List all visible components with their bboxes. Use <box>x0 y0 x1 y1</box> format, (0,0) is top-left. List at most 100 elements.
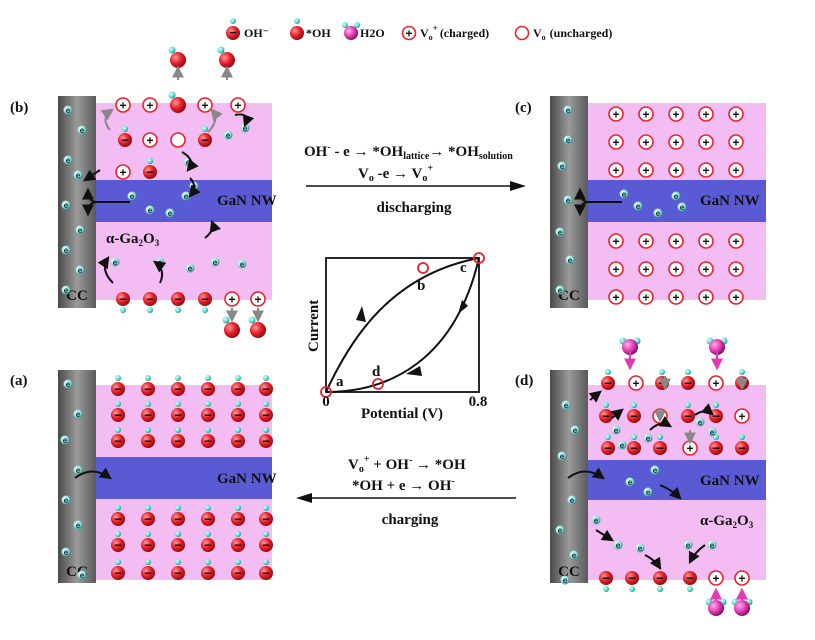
svg-text:e: e <box>638 544 643 553</box>
svg-text:−: − <box>204 382 212 397</box>
svg-text:+: + <box>712 572 719 586</box>
oxygen-vacancy-charged: + <box>608 233 624 249</box>
oxygen-vacancy-charged: + <box>698 134 714 150</box>
oh-minus-ion: − <box>171 505 185 527</box>
svg-text:−: − <box>262 408 270 423</box>
svg-text:e: e <box>558 228 563 237</box>
oh-minus-ion: − <box>116 292 130 313</box>
electron: e <box>617 440 627 450</box>
svg-text:−: − <box>602 571 610 586</box>
svg-text:e: e <box>78 266 83 275</box>
discharging-equation-1: OH- - e → *OHlattice→ *OHsolution <box>304 142 513 162</box>
electron: e <box>63 155 73 165</box>
svg-text:e: e <box>566 136 571 145</box>
oh-minus-ion: − <box>601 434 615 456</box>
oh-minus-ion: − <box>259 559 273 581</box>
oxygen-vacancy-charged: + <box>698 162 714 178</box>
electron: e <box>73 170 83 180</box>
svg-text:−: − <box>604 376 612 391</box>
svg-text:+: + <box>672 263 679 277</box>
discharging-equation-2: Vo -e → Vo+ <box>358 163 433 184</box>
electron: e <box>63 379 73 389</box>
electron: e <box>61 200 71 210</box>
oh-minus-ion: − <box>198 292 212 313</box>
svg-text:−: − <box>204 434 212 449</box>
oh-minus-ion: − <box>231 505 245 527</box>
oxygen-vacancy-charged: + <box>734 408 750 424</box>
oh-minus-ion: − <box>141 505 155 527</box>
electron: e <box>695 417 705 427</box>
svg-text:−: − <box>121 133 129 148</box>
svg-text:+: + <box>732 291 739 305</box>
electron: e <box>165 208 175 218</box>
oxygen-vacancy-charged: + <box>668 162 684 178</box>
svg-text:−: − <box>234 566 242 581</box>
svg-text:+: + <box>738 572 745 586</box>
svg-text:+: + <box>612 108 619 122</box>
discharging-block: OH- - e → *OHlattice→ *OHsolution Vo -e … <box>304 142 526 216</box>
gan-label: GaN NW <box>217 471 277 487</box>
legend-vo-plus-label: Vo+(charged) <box>420 23 489 42</box>
oh-minus-ion: − <box>201 401 215 423</box>
oh-minus-ion: − <box>259 531 273 553</box>
discharging-title: discharging <box>376 200 452 216</box>
svg-text:e: e <box>620 441 625 450</box>
svg-text:−: − <box>114 382 122 397</box>
electron: e <box>650 465 660 475</box>
svg-text:+: + <box>672 291 679 305</box>
svg-text:e: e <box>566 196 571 205</box>
charging-equation-1: Vo+ + OH- → *OH <box>348 454 466 475</box>
oxygen-vacancy-charged: + <box>698 289 714 305</box>
electron: e <box>653 208 663 218</box>
legend: − OH⁻ *OH H2O + Vo+(charged) Vo(uncharge… <box>226 18 612 42</box>
oxygen-vacancy-uncharged <box>170 132 186 148</box>
electron: e <box>633 201 643 211</box>
cv-point-a-marker <box>320 386 332 398</box>
svg-text:−: − <box>684 376 692 391</box>
panel-label-c: (c) <box>515 100 532 116</box>
star-oh-molecule <box>168 46 186 68</box>
legend-star-oh-icon <box>290 18 304 40</box>
panel-d-arrows <box>567 350 748 600</box>
oxygen-vacancy-charged: + <box>668 106 684 122</box>
svg-text:+: + <box>712 377 719 391</box>
electron: e <box>567 495 577 505</box>
svg-text:−: − <box>174 292 182 307</box>
oh-minus-ion: − <box>171 375 185 397</box>
svg-text:+: + <box>702 136 709 150</box>
svg-text:−: − <box>262 382 270 397</box>
electron: e <box>643 487 653 497</box>
oxygen-vacancy-charged: + <box>638 134 654 150</box>
svg-text:−: − <box>262 566 270 581</box>
discharging-arrowhead <box>510 181 526 191</box>
oxygen-vacancy-charged: + <box>708 570 724 586</box>
svg-text:−: − <box>114 408 122 423</box>
svg-text:e: e <box>226 131 231 140</box>
svg-text:e: e <box>64 548 69 557</box>
svg-text:e: e <box>594 516 599 525</box>
electron: e <box>61 245 71 255</box>
panel-c-arrows <box>574 187 622 217</box>
svg-text:e: e <box>64 286 69 295</box>
oxygen-vacancy-charged: + <box>728 261 744 277</box>
svg-text:e: e <box>558 526 563 535</box>
svg-text:e: e <box>184 192 189 201</box>
svg-text:−: − <box>204 566 212 581</box>
panel-label-a: (a) <box>10 373 28 389</box>
svg-text:−: − <box>738 441 746 456</box>
oh-minus-ion: − <box>171 401 185 423</box>
charging-equation-2: *OH + e → OH- <box>352 476 455 494</box>
oh-minus-ion: − <box>111 531 125 553</box>
svg-text:+: + <box>672 136 679 150</box>
svg-text:−: − <box>174 538 182 553</box>
svg-text:−: − <box>146 165 154 180</box>
oh-minus-ion: − <box>111 401 125 423</box>
svg-text:+: + <box>672 108 679 122</box>
electron: e <box>635 543 645 553</box>
svg-text:+: + <box>732 108 739 122</box>
svg-text:+: + <box>228 293 235 307</box>
electron: e <box>73 409 83 419</box>
electron: e <box>707 427 717 437</box>
oxygen-vacancy-charged: + <box>682 440 698 456</box>
oxygen-vacancy-charged: + <box>142 132 158 148</box>
